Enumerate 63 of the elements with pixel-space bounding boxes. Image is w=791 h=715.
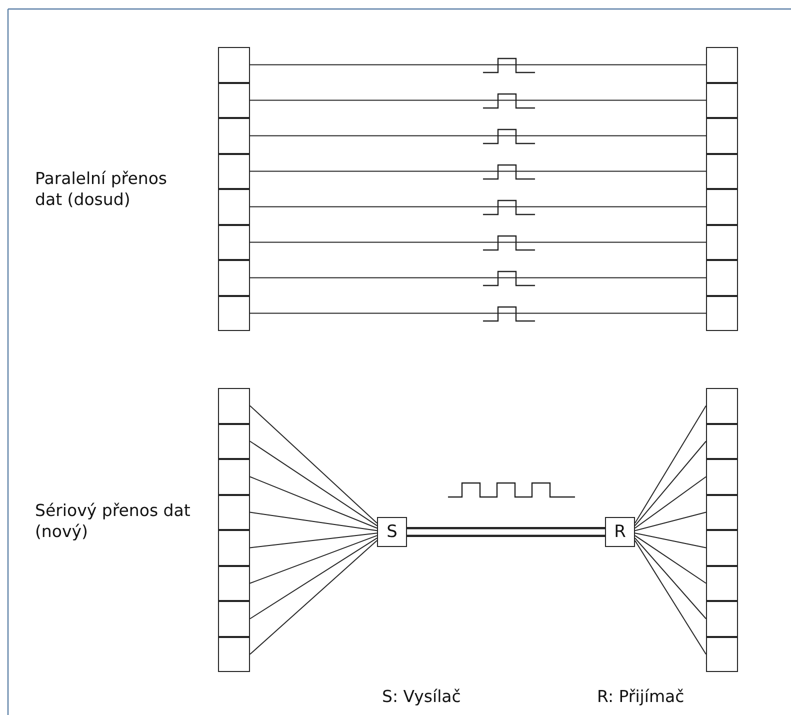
connector-line: [250, 540, 378, 655]
register-cell: [706, 296, 738, 331]
connector-line: [634, 405, 706, 524]
connector-line: [634, 538, 706, 620]
register-cell: [706, 224, 738, 260]
register-cell: [218, 82, 250, 118]
register-cell: [706, 47, 738, 82]
connector-line: [250, 532, 378, 548]
connector-line: [250, 312, 706, 314]
register-cell: [218, 459, 250, 494]
register-cell: [706, 424, 738, 459]
connector-line: [250, 100, 706, 101]
register-cell: [218, 260, 250, 296]
transceiver-box: R: [605, 517, 635, 547]
register-cell: [706, 189, 738, 224]
register-cell: [218, 566, 250, 601]
connector-line: [250, 512, 378, 532]
transceiver-box: S: [377, 517, 407, 547]
connector-line: [250, 206, 706, 208]
register-cell: [706, 82, 738, 118]
register-cell: [218, 189, 250, 224]
register-cell: [706, 154, 738, 189]
register-cell: [218, 424, 250, 459]
connector-line: [634, 532, 706, 548]
legend-note: R: Přijímač: [597, 686, 686, 707]
register-cell: [706, 530, 738, 566]
section-label: Sériový přenos dat (nový): [35, 500, 192, 542]
register-cell: [706, 636, 738, 672]
double-line: [407, 527, 605, 537]
connector-line: [634, 512, 706, 532]
register-cell: [218, 636, 250, 672]
legend-note: S: Vysílač: [382, 686, 462, 707]
connector-line: [250, 135, 706, 136]
connector-line: [250, 242, 706, 243]
register-cell: [218, 601, 250, 636]
register-cell: [706, 118, 738, 154]
connector-line: [634, 476, 706, 529]
section-label: Paralelní přenos dat (dosud): [35, 168, 168, 210]
connector-line: [250, 64, 706, 66]
register-cell: [218, 530, 250, 566]
register-cell: [706, 260, 738, 296]
connector-line: [250, 405, 378, 524]
register-cell: [218, 388, 250, 424]
connector-line: [250, 277, 706, 278]
connector-line: [250, 170, 706, 172]
register-cell: [218, 296, 250, 331]
register-cell: [706, 459, 738, 494]
connector-line: [250, 538, 378, 620]
connector-line: [634, 535, 706, 584]
register-cell: [218, 224, 250, 260]
register-cell: [218, 47, 250, 82]
register-cell: [706, 388, 738, 424]
connector-line: [250, 440, 378, 526]
connector-line: [634, 440, 706, 526]
register-cell: [218, 494, 250, 530]
connector-line: [250, 476, 378, 529]
register-cell: [218, 154, 250, 189]
connector-line: [634, 540, 706, 655]
register-cell: [706, 566, 738, 601]
register-cell: [706, 494, 738, 530]
register-cell: [218, 118, 250, 154]
register-cell: [706, 601, 738, 636]
connector-line: [250, 535, 378, 584]
